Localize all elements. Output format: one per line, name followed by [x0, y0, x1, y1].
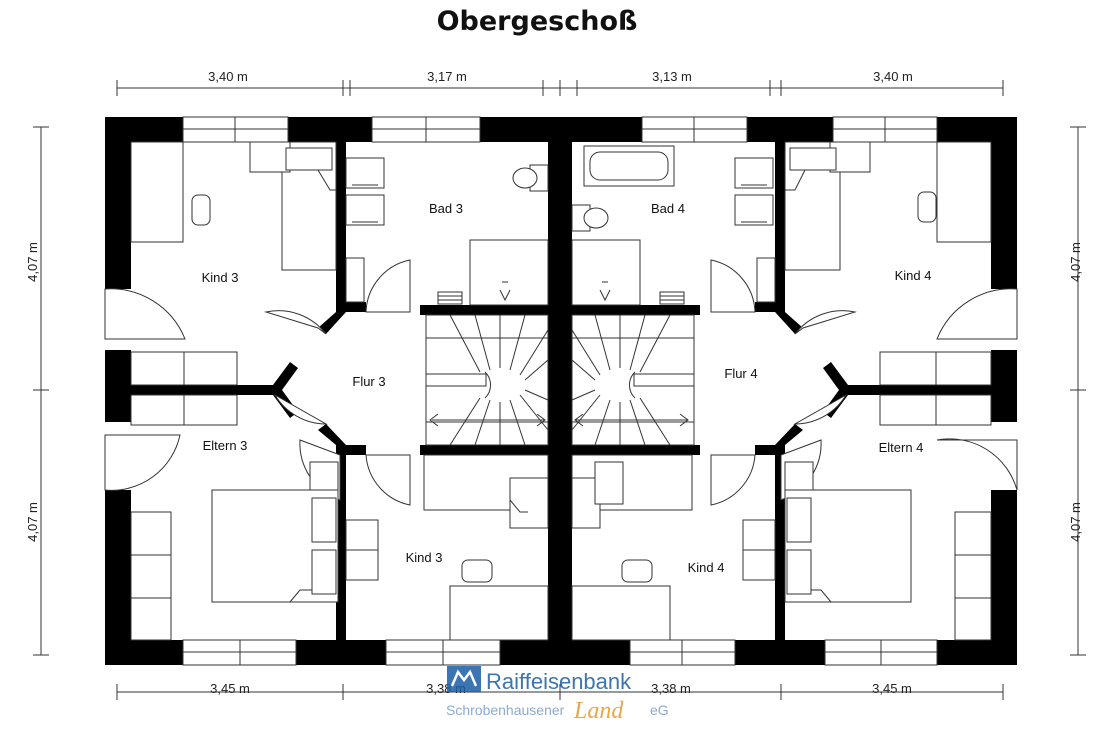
exterior-doors	[104, 288, 1018, 491]
bathroom-4-fixtures	[571, 145, 776, 306]
logo-suffix: eG	[650, 702, 669, 718]
outer-walls	[105, 116, 1017, 666]
logo-sub: Schrobenhausener	[446, 702, 565, 718]
room-label-eltern3: Eltern 3	[203, 438, 248, 453]
dimension-bottom-3: 3,38 m	[651, 681, 691, 696]
dimension-right-2: 4,07 m	[1068, 502, 1083, 542]
room-label-kind3-top: Kind 3	[202, 270, 239, 285]
logo-land: Land	[573, 698, 624, 724]
room-label-kind4-bottom: Kind 4	[688, 560, 725, 575]
dimension-left-1: 4,07 m	[25, 242, 40, 282]
kind4-top-furniture	[784, 141, 992, 271]
dimension-bottom-1: 3,45 m	[210, 681, 250, 696]
dimension-top-1: 3,40 m	[208, 69, 248, 84]
room-label-eltern4: Eltern 4	[879, 440, 924, 455]
eltern3-furniture	[130, 351, 339, 641]
room-label-bad4: Bad 4	[651, 201, 685, 216]
room-label-flur3: Flur 3	[352, 374, 385, 389]
kind4-bottom-furniture	[571, 454, 776, 641]
room-label-kind3-bottom: Kind 3	[406, 550, 443, 565]
dimension-left-2: 4,07 m	[25, 502, 40, 542]
dimension-top-4: 3,40 m	[873, 69, 913, 84]
dimension-bottom-4: 3,45 m	[872, 681, 912, 696]
room-label-bad3: Bad 3	[429, 201, 463, 216]
stair-left	[425, 314, 549, 446]
room-label-flur4: Flur 4	[724, 366, 757, 381]
stair-right	[571, 314, 695, 446]
logo-brand: Raiffeisenbank	[486, 669, 632, 694]
inner-walls	[131, 117, 991, 665]
dimension-top-2: 3,17 m	[427, 69, 467, 84]
page-title: Obergeschoß	[437, 6, 638, 37]
kind3-bottom-furniture	[345, 454, 549, 641]
eltern4-furniture	[784, 351, 992, 641]
dimension-lines	[33, 80, 1086, 700]
room-label-kind4-top: Kind 4	[895, 268, 932, 283]
dimension-top-3: 3,13 m	[652, 69, 692, 84]
bathroom-3-fixtures	[345, 157, 549, 306]
raiffeisenbank-logo: Raiffeisenbank Schrobenhausener Land eG	[446, 666, 669, 724]
dimension-right-1: 4,07 m	[1068, 242, 1083, 282]
kind3-top-furniture	[130, 141, 337, 271]
